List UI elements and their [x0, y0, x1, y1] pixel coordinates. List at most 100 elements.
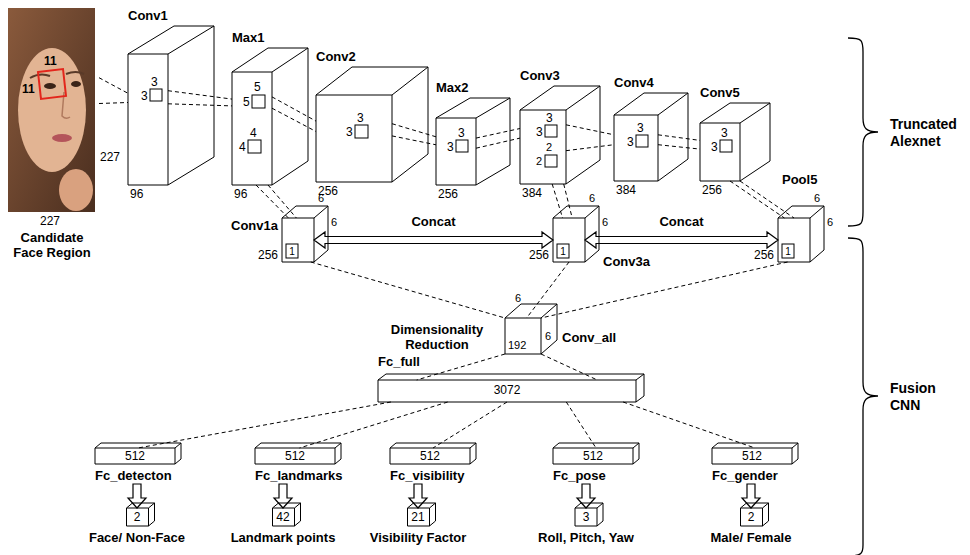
output-layer: 21Visibility Factor: [369, 508, 468, 545]
conv-layer: Conv196: [128, 54, 168, 185]
dashed-projection: [138, 402, 391, 448]
dashed-projection: [311, 262, 505, 318]
cuboid: [553, 206, 599, 262]
dimension-number: 6: [827, 216, 833, 228]
concat-arrow: [585, 232, 778, 248]
section-label: Fusion CNN: [890, 380, 966, 414]
unit-count: 512: [553, 449, 633, 463]
cuboid: [614, 93, 688, 181]
unit-count: 512: [390, 449, 470, 463]
fc-layer: 512Fc_gender: [712, 448, 798, 483]
layer-name: Conv5: [700, 85, 740, 100]
dimension-number: 1: [785, 246, 791, 257]
eye: [44, 83, 56, 89]
dimension-number: 5: [254, 80, 261, 94]
dimension-number: 227: [40, 214, 60, 228]
hand: [59, 169, 93, 211]
unit-count: 512: [712, 449, 792, 463]
cuboid: [282, 206, 328, 262]
dashed-projection: [552, 184, 572, 218]
kernel-square: [720, 140, 732, 152]
cuboid: [520, 86, 600, 184]
layer-name: Conv3a: [603, 254, 650, 269]
block-outline: [700, 123, 740, 181]
dashed-projection: [658, 135, 700, 149]
layer-name: Max1: [232, 30, 265, 45]
conv-layer: Conv4384: [614, 115, 658, 181]
conv-layer: Conv5256: [700, 123, 740, 181]
dashed-projection: [527, 262, 569, 318]
kernel-square: [286, 244, 298, 258]
unit-count: 512: [95, 449, 175, 463]
cuboid: [255, 443, 341, 464]
dashed-projection: [256, 185, 296, 218]
cuboid: [505, 304, 557, 354]
cuboid: [436, 98, 510, 185]
face-skin: [18, 48, 86, 172]
dimension-number: 3: [447, 140, 454, 154]
lips: [52, 134, 72, 142]
dimension-number: 6: [589, 192, 595, 204]
receptive-field-square: [38, 69, 66, 99]
conv-layer: Conv2256: [316, 95, 392, 182]
dashed-projection: [392, 124, 436, 145]
layer-name: Fc_pose: [553, 468, 606, 483]
depth-number: 256: [258, 248, 278, 262]
dimension-number: 4: [250, 126, 257, 140]
block-outline: [282, 218, 314, 262]
dimension-number: 5: [243, 95, 250, 109]
dimension-number: 2: [536, 155, 542, 167]
layer-name: Conv1a: [231, 218, 278, 233]
edge-label: Concat: [657, 214, 705, 229]
layer-name: Conv3: [520, 68, 560, 83]
dimension-number: 4: [239, 140, 246, 154]
fusion-layer: Conv1a256: [282, 218, 314, 262]
layer-name: Fc_detecton: [95, 468, 172, 483]
cuboid: [126, 503, 154, 526]
layer-name: Conv1: [128, 8, 168, 23]
cuboid: [778, 206, 824, 262]
depth-number: 96: [234, 187, 247, 201]
dimension-number: 227: [100, 150, 120, 164]
cuboid: [95, 443, 181, 464]
dashed-projection: [417, 354, 598, 380]
depth-number: 192: [508, 339, 526, 351]
dimension-number: 2: [546, 141, 552, 153]
dashed-projection: [566, 125, 614, 151]
caption: Candidate Face Region: [5, 230, 99, 260]
dimension-number: 3: [141, 89, 148, 103]
kernel-square: [456, 140, 468, 152]
output-layer: 2Male/ Female: [710, 508, 793, 545]
dimension-number: 1: [289, 246, 295, 257]
output-layer: 42Landmark points: [230, 508, 337, 545]
kernel-square: [636, 135, 648, 147]
dimension-number: 1: [560, 246, 566, 257]
pool-layer: Max2256: [436, 118, 476, 185]
output-name: Face/ Non-Face: [88, 530, 187, 545]
dashed-projection: [541, 262, 788, 318]
output-size: 42: [272, 509, 294, 525]
dimension-number: 3: [546, 111, 553, 125]
dimension-number: 3: [721, 126, 728, 140]
cuboid: [316, 67, 428, 182]
output-size: 2: [740, 509, 762, 525]
depth-number: 384: [522, 186, 542, 200]
depth-number: 384: [616, 183, 636, 197]
cuboid: [378, 374, 644, 402]
layer-name: Max2: [436, 80, 469, 95]
layer-name: Conv_all: [562, 330, 616, 345]
cuboid: [553, 443, 639, 464]
unit-count: 3072: [378, 383, 636, 397]
block-outline: [128, 54, 168, 185]
dimension-number: 6: [545, 330, 551, 342]
dashed-projection: [433, 402, 507, 448]
output-layer: 3Roll, Pitch, Yaw: [537, 508, 635, 545]
section-label: Dimensionality Reduction: [377, 322, 497, 352]
dimension-number: 3: [357, 111, 364, 125]
dimension-number: 3: [536, 125, 543, 139]
fc-layer: 512Fc_landmarks: [255, 448, 344, 483]
fc-layer: Fc_full3072: [378, 380, 636, 402]
fc-layer: 512Fc_detecton: [95, 448, 181, 483]
kernel-square: [355, 125, 368, 138]
cuboid: [128, 26, 214, 185]
